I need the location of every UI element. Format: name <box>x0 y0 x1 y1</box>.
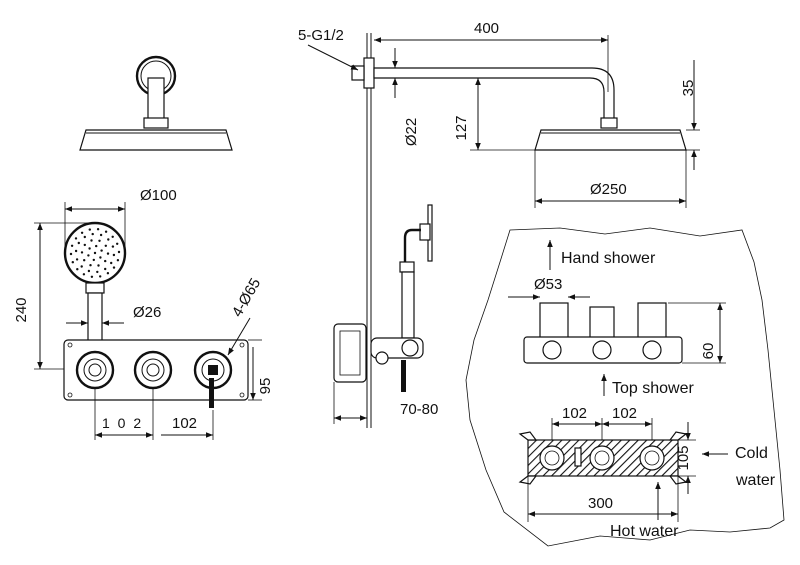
spray-dot <box>87 254 90 257</box>
valve-spacing-left-label: 102 <box>562 405 587 422</box>
spray-dot <box>104 244 108 247</box>
rain-head-dia-label: Ø250 <box>590 181 627 198</box>
spray-dot <box>89 264 92 267</box>
spray-dot <box>83 259 86 262</box>
spray-dot <box>112 266 116 269</box>
spray-dot <box>107 238 110 241</box>
front-rain-shower <box>79 55 233 151</box>
spray-dot <box>93 251 97 255</box>
spray-dot <box>74 249 78 253</box>
body-height-label: 60 <box>700 343 717 360</box>
spray-dot <box>111 245 115 248</box>
spray-dot <box>90 275 94 278</box>
spray-dot <box>74 237 78 240</box>
hand-shower-outlet-label: Hand shower <box>561 250 656 267</box>
hot-water-label: Hot water <box>610 523 679 540</box>
spray-dot <box>82 273 86 276</box>
spray-dot <box>116 259 120 262</box>
plate-height-label: 95 <box>257 378 274 395</box>
spray-dot <box>95 244 98 248</box>
spray-dot <box>90 239 93 242</box>
spray-dot <box>88 247 91 250</box>
spray-dot <box>104 259 107 263</box>
spray-dot <box>77 241 81 245</box>
spray-dot <box>99 275 102 278</box>
valve-spacing-right-label: 102 <box>612 405 637 422</box>
spray-dot <box>112 253 116 257</box>
spray-dot <box>87 269 91 273</box>
spray-dot <box>75 258 79 261</box>
spray-dot <box>110 261 113 265</box>
spray-dot <box>117 250 121 254</box>
body-width-label: 300 <box>588 495 613 512</box>
spray-dot <box>71 261 75 264</box>
spray-dot <box>111 235 114 238</box>
installation-detail: Hand shower Ø53 60 Top shower 102 102 <box>465 227 785 547</box>
arm-pipe-dia-label: Ø22 <box>403 118 420 146</box>
spray-dot <box>80 231 84 234</box>
hand-shower-height-label: 240 <box>13 297 30 322</box>
valve-height-label: 105 <box>675 445 692 470</box>
spray-dot <box>91 232 94 236</box>
wall-depth-label: 70-80 <box>400 401 438 418</box>
spray-dot <box>76 268 79 271</box>
spray-dot <box>70 244 74 247</box>
spray-dot <box>80 251 84 254</box>
spray-dot <box>106 252 110 255</box>
spray-dot <box>88 228 92 231</box>
spray-dot <box>99 256 102 259</box>
front-wall-plate: 4-Ø65 1 0 2 102 95 <box>63 275 274 440</box>
spray-dot <box>96 270 99 274</box>
spray-dot <box>96 228 100 231</box>
spray-dot <box>83 235 87 239</box>
hose-dia-label: Ø26 <box>133 304 161 321</box>
handle-dia-label: 4-Ø65 <box>229 275 265 320</box>
spray-dot <box>97 264 100 267</box>
spray-dot <box>69 252 73 256</box>
spray-dot <box>80 265 83 268</box>
side-view: 5-G1/2 400 35 Ø22 127 Ø250 <box>298 20 700 428</box>
spray-dot <box>100 249 103 252</box>
hand-shower-dia-label: Ø100 <box>140 187 177 204</box>
connection-size-label: 5-G1/2 <box>298 27 344 44</box>
spray-dot <box>104 230 108 233</box>
top-shower-outlet-label: Top shower <box>612 380 694 397</box>
spray-dot <box>92 258 96 262</box>
spray-dot <box>83 243 87 247</box>
head-drop-label: 35 <box>680 80 697 97</box>
body-dia-label: Ø53 <box>534 276 562 293</box>
spray-dot <box>106 272 110 275</box>
spray-nozzle-dots <box>69 228 121 278</box>
cold-water-label: Cold water <box>735 445 776 489</box>
handle-spacing-spaced-label: 1 0 2 <box>102 415 143 431</box>
spray-dot <box>116 242 119 245</box>
arm-height-label: 127 <box>453 115 470 140</box>
arm-length-label: 400 <box>474 20 499 37</box>
spray-dot <box>99 233 103 237</box>
spray-dot <box>104 267 107 271</box>
handle-spacing-label: 102 <box>172 415 197 432</box>
spray-dot <box>98 239 101 242</box>
